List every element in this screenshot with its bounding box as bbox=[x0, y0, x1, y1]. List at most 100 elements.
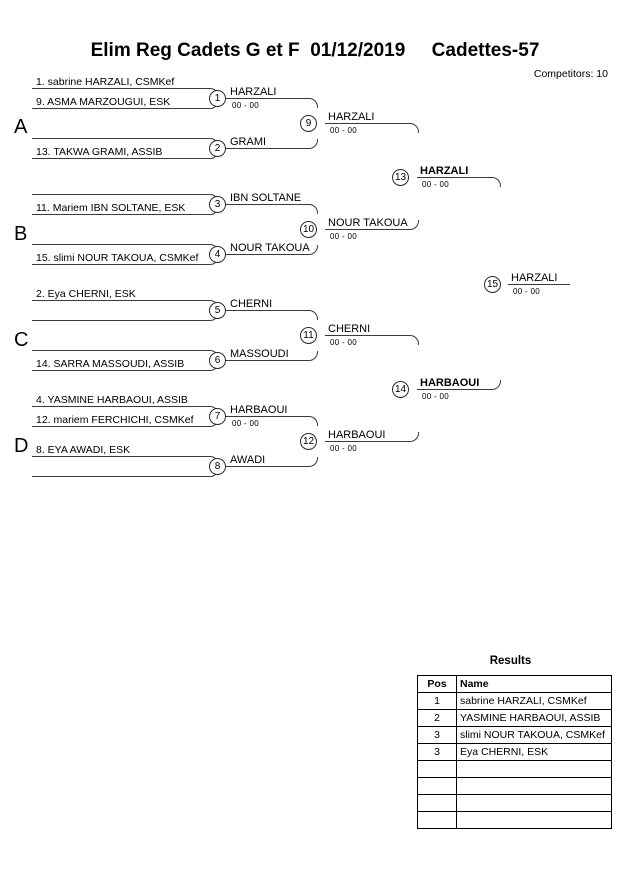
match-circle-9[interactable]: 9 bbox=[300, 115, 317, 132]
match-score-15: 00 - 00 bbox=[513, 287, 541, 296]
match-winner-3: IBN SOLTANE bbox=[230, 192, 302, 204]
match-circle-1[interactable]: 1 bbox=[209, 90, 226, 107]
slot-line-r1-11 bbox=[32, 350, 210, 351]
match-winner-11: CHERNI bbox=[328, 323, 371, 335]
winner-line-m13 bbox=[417, 177, 492, 178]
results-header-pos: Pos bbox=[417, 675, 457, 693]
section-letter-d: D bbox=[14, 435, 29, 457]
elbow-m15-top bbox=[491, 177, 501, 187]
table-row bbox=[417, 777, 612, 795]
match-circle-3[interactable]: 3 bbox=[209, 196, 226, 213]
elbow-m12-top bbox=[308, 416, 318, 426]
match-score-13: 00 - 00 bbox=[422, 180, 450, 189]
winner-line-m11 bbox=[325, 335, 410, 336]
match-circle-14[interactable]: 14 bbox=[392, 381, 409, 398]
entrant-4: 11. Mariem IBN SOLTANE, ESK bbox=[36, 202, 186, 214]
elbow-m14-bottom bbox=[409, 432, 419, 442]
competitors-count: Competitors: 10 bbox=[533, 68, 608, 80]
elbow-m14-top bbox=[409, 335, 419, 345]
winner-line-m10 bbox=[325, 229, 410, 230]
slot-line-r1-10 bbox=[32, 320, 210, 321]
match-winner-2: GRAMI bbox=[230, 136, 267, 148]
results-cell-pos bbox=[417, 760, 457, 778]
match-winner-9: HARZALI bbox=[328, 111, 375, 123]
match-circle-13[interactable]: 13 bbox=[392, 169, 409, 186]
match-circle-11[interactable]: 11 bbox=[300, 327, 317, 344]
slot-line-r1-1 bbox=[32, 88, 210, 89]
match-circle-6[interactable]: 6 bbox=[209, 352, 226, 369]
results-cell-pos: 2 bbox=[417, 709, 457, 727]
champion-line bbox=[508, 284, 570, 285]
elbow-m15-bottom bbox=[491, 380, 501, 390]
match-circle-4[interactable]: 4 bbox=[209, 246, 226, 263]
winner-line-m4 bbox=[226, 254, 309, 255]
results-cell-pos bbox=[417, 794, 457, 812]
entrant-2: 9. ASMA MARZOUGUI, ESK bbox=[36, 96, 171, 108]
elbow-m11-bottom bbox=[308, 351, 318, 361]
entrant-9: 12. mariem FERCHICHI, CSMKef bbox=[36, 414, 194, 426]
match-score-14: 00 - 00 bbox=[422, 392, 450, 401]
page-title: Elim Reg Cadets G et F 01/12/2019 Cadett… bbox=[90, 40, 540, 61]
match-winner-5: CHERNI bbox=[230, 298, 273, 310]
section-letter-a: A bbox=[14, 116, 28, 138]
slot-line-r1-5 bbox=[32, 194, 210, 195]
match-winner-14: HARBAOUI bbox=[420, 377, 480, 389]
slot-line-r1-2 bbox=[32, 108, 210, 109]
winner-line-m7 bbox=[226, 416, 309, 417]
results-cell-name bbox=[456, 811, 612, 829]
match-circle-8[interactable]: 8 bbox=[209, 458, 226, 475]
entrant-1: 1. sabrine HARZALI, CSMKef bbox=[36, 76, 175, 88]
match-score-9: 00 - 00 bbox=[330, 126, 358, 135]
slot-line-r1-8 bbox=[32, 264, 210, 265]
winner-line-m5 bbox=[226, 310, 309, 311]
elbow-m11-top bbox=[308, 310, 318, 320]
match-circle-12[interactable]: 12 bbox=[300, 433, 317, 450]
match-winner-8: AWADI bbox=[230, 454, 266, 466]
results-cell-pos: 3 bbox=[417, 743, 457, 761]
match-circle-5[interactable]: 5 bbox=[209, 302, 226, 319]
elbow-m10-top bbox=[308, 204, 318, 214]
winner-line-m6 bbox=[226, 360, 309, 361]
match-circle-2[interactable]: 2 bbox=[209, 140, 226, 157]
results-title: Results bbox=[489, 655, 532, 667]
match-winner-7: HARBAOUI bbox=[230, 404, 288, 416]
elbow-m13-bottom bbox=[409, 220, 419, 230]
winner-line-m2 bbox=[226, 148, 309, 149]
entrant-8: 4. YASMINE HARBAOUI, ASSIB bbox=[36, 394, 188, 406]
slot-line-r1-7 bbox=[32, 244, 210, 245]
entrant-6: 2. Eya CHERNI, ESK bbox=[36, 288, 136, 300]
slot-line-r1-4 bbox=[32, 158, 210, 159]
match-score-1: 00 - 00 bbox=[232, 101, 260, 110]
results-header-row: Pos Name bbox=[417, 675, 612, 693]
results-cell-name: sabrine HARZALI, CSMKef bbox=[456, 692, 612, 710]
match-circle-15[interactable]: 15 bbox=[484, 276, 501, 293]
winner-line-m1 bbox=[226, 98, 309, 99]
winner-line-m14 bbox=[417, 389, 492, 390]
slot-line-r1-16 bbox=[32, 476, 210, 477]
match-winner-1: HARZALI bbox=[230, 86, 277, 98]
match-winner-12: HARBAOUI bbox=[328, 429, 386, 441]
results-cell-name bbox=[456, 794, 612, 812]
match-winner-6: MASSOUDI bbox=[230, 348, 289, 360]
results-cell-name bbox=[456, 777, 612, 795]
match-circle-7[interactable]: 7 bbox=[209, 408, 226, 425]
results-cell-pos bbox=[417, 777, 457, 795]
slot-line-r1-9 bbox=[32, 300, 210, 301]
match-winner-4: NOUR TAKOUA bbox=[230, 242, 310, 254]
results-cell-name: Eya CHERNI, ESK bbox=[456, 743, 612, 761]
winner-line-m3 bbox=[226, 204, 309, 205]
winner-line-m12 bbox=[325, 441, 410, 442]
slot-line-r1-12 bbox=[32, 370, 210, 371]
entrant-5: 15. slimi NOUR TAKOUA, CSMKef bbox=[36, 252, 199, 264]
results-header-name: Name bbox=[456, 675, 612, 693]
slot-line-r1-14 bbox=[32, 426, 210, 427]
slot-line-r1-3 bbox=[32, 138, 210, 139]
winner-line-m8 bbox=[226, 466, 309, 467]
elbow-m13-top bbox=[409, 123, 419, 133]
table-row bbox=[417, 760, 612, 778]
match-circle-10[interactable]: 10 bbox=[300, 221, 317, 238]
